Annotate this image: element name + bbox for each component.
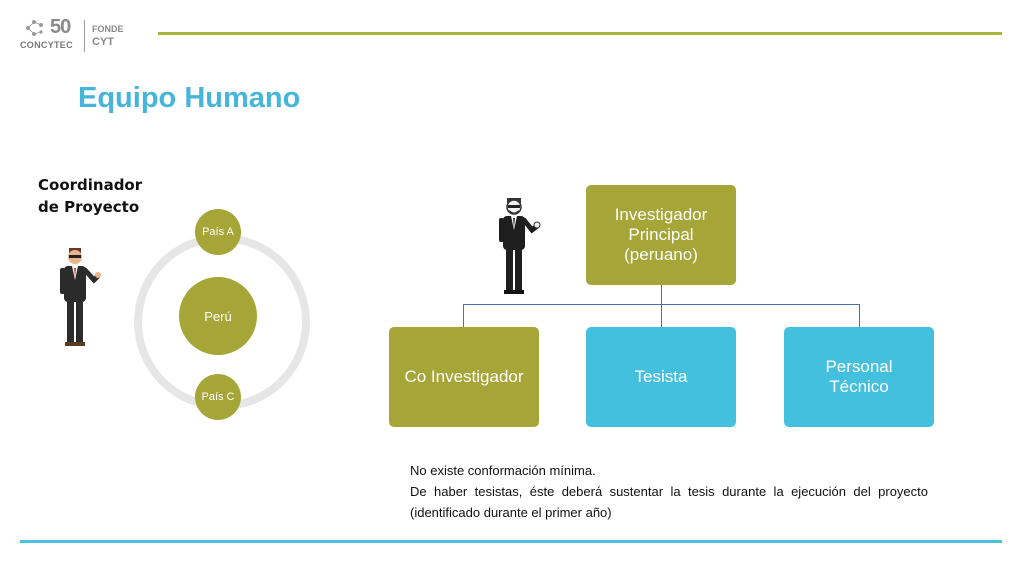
org-root-label: Investigador Principal (peruano) [614,205,708,264]
connector-middle [661,304,662,327]
cycle-node-country-a: País A [195,209,241,255]
logo-number: 50 [50,16,71,38]
slide-title: Equipo Humano [78,82,301,114]
coordinator-person-icon [60,248,101,346]
org-child-label: Tesista [634,367,688,386]
concytec-fondecyt-logo: 50 CONCYTEC FONDE CYT [20,16,132,56]
coordinator-label: Coordinador de Proyecto [38,176,143,216]
org-child-co-investigator: Co Investigador [389,327,539,427]
logo-cyt: CYT [92,36,114,48]
cycle-node-center: Perú [179,277,257,355]
investigator-person-icon [499,198,541,294]
org-root-principal-investigator: Investigador Principal (peruano) [586,185,736,285]
note-line: De haber tesistas, éste deberá sustentar… [410,484,928,520]
org-child-label: Co Investigador [404,367,524,386]
network-icon [26,20,43,36]
connector-left [463,304,464,327]
logo-fonde: FONDE [92,24,124,34]
connector-root-down [661,285,662,305]
logo-divider [84,20,85,52]
footer-divider [20,540,1002,543]
logo-concytec: CONCYTEC [20,40,73,50]
header-divider [158,32,1002,35]
org-child-label: Personal Técnico [825,357,893,396]
org-child-tesista: Tesista [586,327,736,427]
connector-right [859,304,860,327]
org-child-personal-tecnico: Personal Técnico [784,327,934,427]
note-line: No existe conformación mínima. [410,463,596,478]
cycle-node-country-c: País C [195,374,241,420]
notes-block: No existe conformación mínima. De haber … [410,460,928,523]
